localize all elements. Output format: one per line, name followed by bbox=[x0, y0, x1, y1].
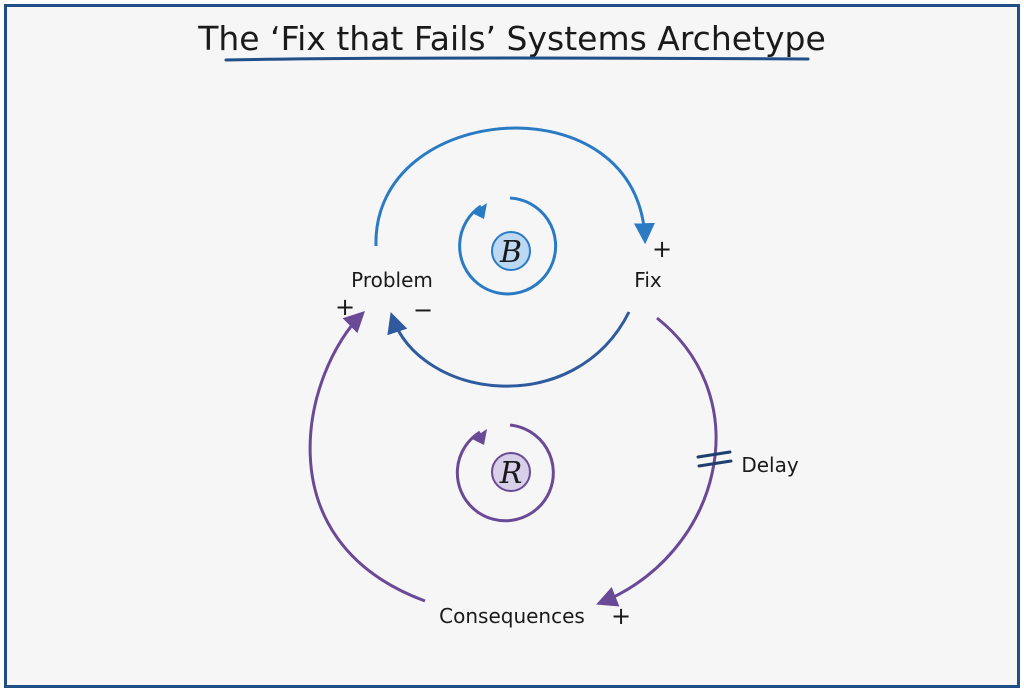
balancing-loop-letter: B bbox=[499, 235, 522, 270]
reinforcing-loop-circle bbox=[455, 423, 555, 523]
balancing-loop-circle bbox=[458, 196, 558, 296]
arrow-consequences-to-problem bbox=[308, 311, 426, 603]
sign-consequences-to-problem: + bbox=[335, 293, 355, 321]
delay-mark-upper bbox=[696, 450, 732, 459]
balancing-loop-badge bbox=[491, 231, 531, 271]
sign-fix-to-consequences: + bbox=[611, 602, 631, 630]
delay-label: Delay bbox=[741, 453, 799, 477]
diagram-frame bbox=[4, 4, 1020, 688]
arrow-fix-to-problem bbox=[387, 311, 631, 388]
node-fix: Fix bbox=[634, 268, 662, 292]
reinforcing-loop-arrowhead bbox=[472, 429, 487, 445]
page-title: The ‘Fix that Fails’ Systems Archetype bbox=[197, 19, 826, 58]
title-underline bbox=[224, 56, 810, 62]
balancing-loop-arrowhead bbox=[472, 203, 487, 219]
sign-problem-to-fix: + bbox=[652, 235, 672, 263]
node-problem: Problem bbox=[351, 268, 433, 292]
arrow-problem-to-fix bbox=[374, 126, 655, 247]
reinforcing-loop-letter: R bbox=[499, 456, 523, 491]
node-consequences: Consequences bbox=[439, 604, 585, 628]
delay-mark-lower bbox=[697, 459, 733, 468]
sign-fix-to-problem: − bbox=[413, 296, 433, 324]
arrow-fix-to-consequences bbox=[596, 316, 718, 607]
reinforcing-loop-badge bbox=[491, 452, 531, 492]
